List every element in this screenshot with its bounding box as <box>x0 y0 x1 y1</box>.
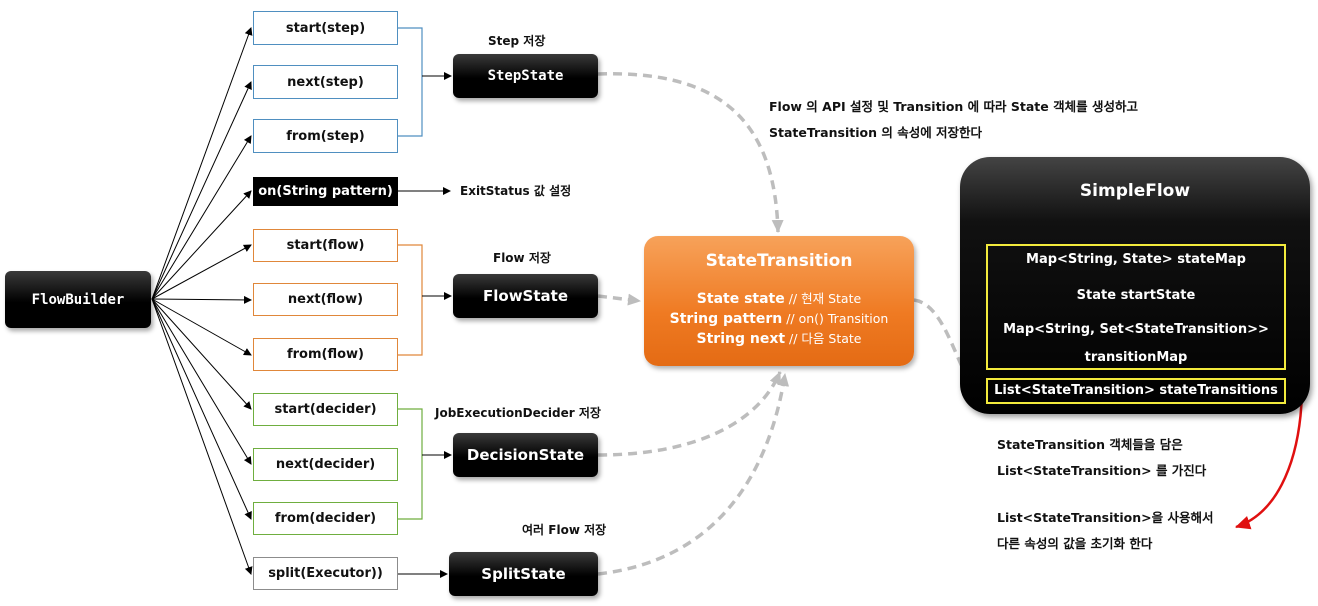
method-label: start(step) <box>285 20 366 36</box>
state-label: SplitState <box>481 565 566 583</box>
decider-bracket <box>398 408 423 520</box>
state-transition-field: String next // 다음 State <box>644 329 914 349</box>
method-from-flow: from(flow) <box>253 338 398 371</box>
field-comment: // 다음 State <box>785 331 862 346</box>
split-state-caption: 여러 Flow 저장 <box>522 523 607 537</box>
builder-fanout-arrows <box>151 27 253 575</box>
state-transition-box: StateTransition State state // 현재 State … <box>644 236 914 366</box>
field-transition-map-name: transitionMap <box>1084 350 1188 365</box>
method-start-step: start(step) <box>253 11 398 45</box>
split-state-box: SplitState <box>449 552 598 596</box>
method-on-pattern: on(String pattern) <box>253 177 398 206</box>
method-label: split(Executor)) <box>268 566 383 581</box>
method-label: start(decider) <box>274 402 377 417</box>
bottom-note-1: StateTransition 객체들을 담은 List<StateTransi… <box>997 432 1206 484</box>
method-from-step: from(step) <box>253 119 398 153</box>
decision-state-box: DecisionState <box>453 433 598 477</box>
flow-state-caption: Flow 저장 <box>493 251 551 265</box>
method-label: next(decider) <box>275 457 376 472</box>
top-note-line1: Flow 의 API 설정 및 Transition 에 따라 State 객체… <box>769 99 1138 114</box>
field-code: State state <box>696 291 785 307</box>
method-split-executor: split(Executor)) <box>253 557 398 590</box>
step-state-caption: Step 저장 <box>488 34 546 48</box>
field-code: String pattern <box>669 311 783 327</box>
method-start-flow: start(flow) <box>253 229 398 262</box>
method-label: from(decider) <box>274 511 377 526</box>
decision-state-caption: JobExecutionDecider 저장 <box>435 406 601 420</box>
bracket-arrows <box>398 72 452 578</box>
method-label: next(flow) <box>287 292 364 307</box>
flowbuilder-box: FlowBuilder <box>5 271 151 328</box>
flow-bracket <box>398 244 423 356</box>
bottom-note-2-line1: List<StateTransition>을 사용해서 <box>997 510 1214 525</box>
flowbuilder-label: FlowBuilder <box>31 291 125 308</box>
method-label: from(flow) <box>286 347 364 362</box>
method-label: on(String pattern) <box>258 184 393 199</box>
method-next-flow: next(flow) <box>253 283 398 316</box>
field-transition-map-type: Map<String, Set<StateTransition>> <box>1003 322 1269 337</box>
bottom-note-2: List<StateTransition>을 사용해서 다른 속성의 값을 초기… <box>997 505 1213 557</box>
field-state-transitions: List<StateTransition> stateTransitions <box>986 378 1286 404</box>
bottom-note-2-line2: 다른 속성의 값을 초기화 한다 <box>997 536 1153 551</box>
method-start-decider: start(decider) <box>253 393 398 426</box>
state-transition-field: String pattern // on() Transition <box>644 309 914 329</box>
simple-flow-title: SimpleFlow <box>1079 181 1191 201</box>
bottom-note-1-line1: StateTransition 객체들을 담은 <box>997 437 1183 452</box>
method-next-step: next(step) <box>253 65 398 99</box>
simple-flow-box: SimpleFlow Map<String, State> stateMap S… <box>960 157 1310 414</box>
bottom-note-1-line2: List<StateTransition> 를 가진다 <box>997 463 1207 478</box>
step-bracket <box>398 27 423 137</box>
field-start-state: State startState <box>1076 288 1196 303</box>
field-code: String next <box>696 331 786 347</box>
state-label: DecisionState <box>466 446 585 464</box>
state-label: FlowState <box>483 287 568 305</box>
method-label: start(flow) <box>286 238 365 253</box>
state-label: StepState <box>487 68 564 84</box>
simple-flow-fields: Map<String, State> stateMap State startS… <box>986 244 1286 370</box>
flow-state-box: FlowState <box>453 274 598 318</box>
top-note-line2: StateTransition 의 속성에 저장한다 <box>769 125 983 140</box>
field-state-map: Map<String, State> stateMap <box>1026 252 1246 267</box>
method-next-decider: next(decider) <box>253 448 398 481</box>
top-note: Flow 의 API 설정 및 Transition 에 따라 State 객체… <box>769 94 1138 146</box>
state-transition-fields: State state // 현재 State String pattern /… <box>644 289 914 349</box>
method-from-decider: from(decider) <box>253 502 398 535</box>
method-label: from(step) <box>286 128 365 144</box>
field-comment: // 현재 State <box>784 291 862 306</box>
step-state-box: StepState <box>453 54 598 98</box>
exit-status-label: ExitStatus 값 설정 <box>460 184 572 198</box>
method-label: next(step) <box>287 74 364 90</box>
field-comment: // on() Transition <box>782 311 889 326</box>
state-transition-title: StateTransition <box>705 251 853 271</box>
state-transition-field: State state // 현재 State <box>644 289 914 309</box>
